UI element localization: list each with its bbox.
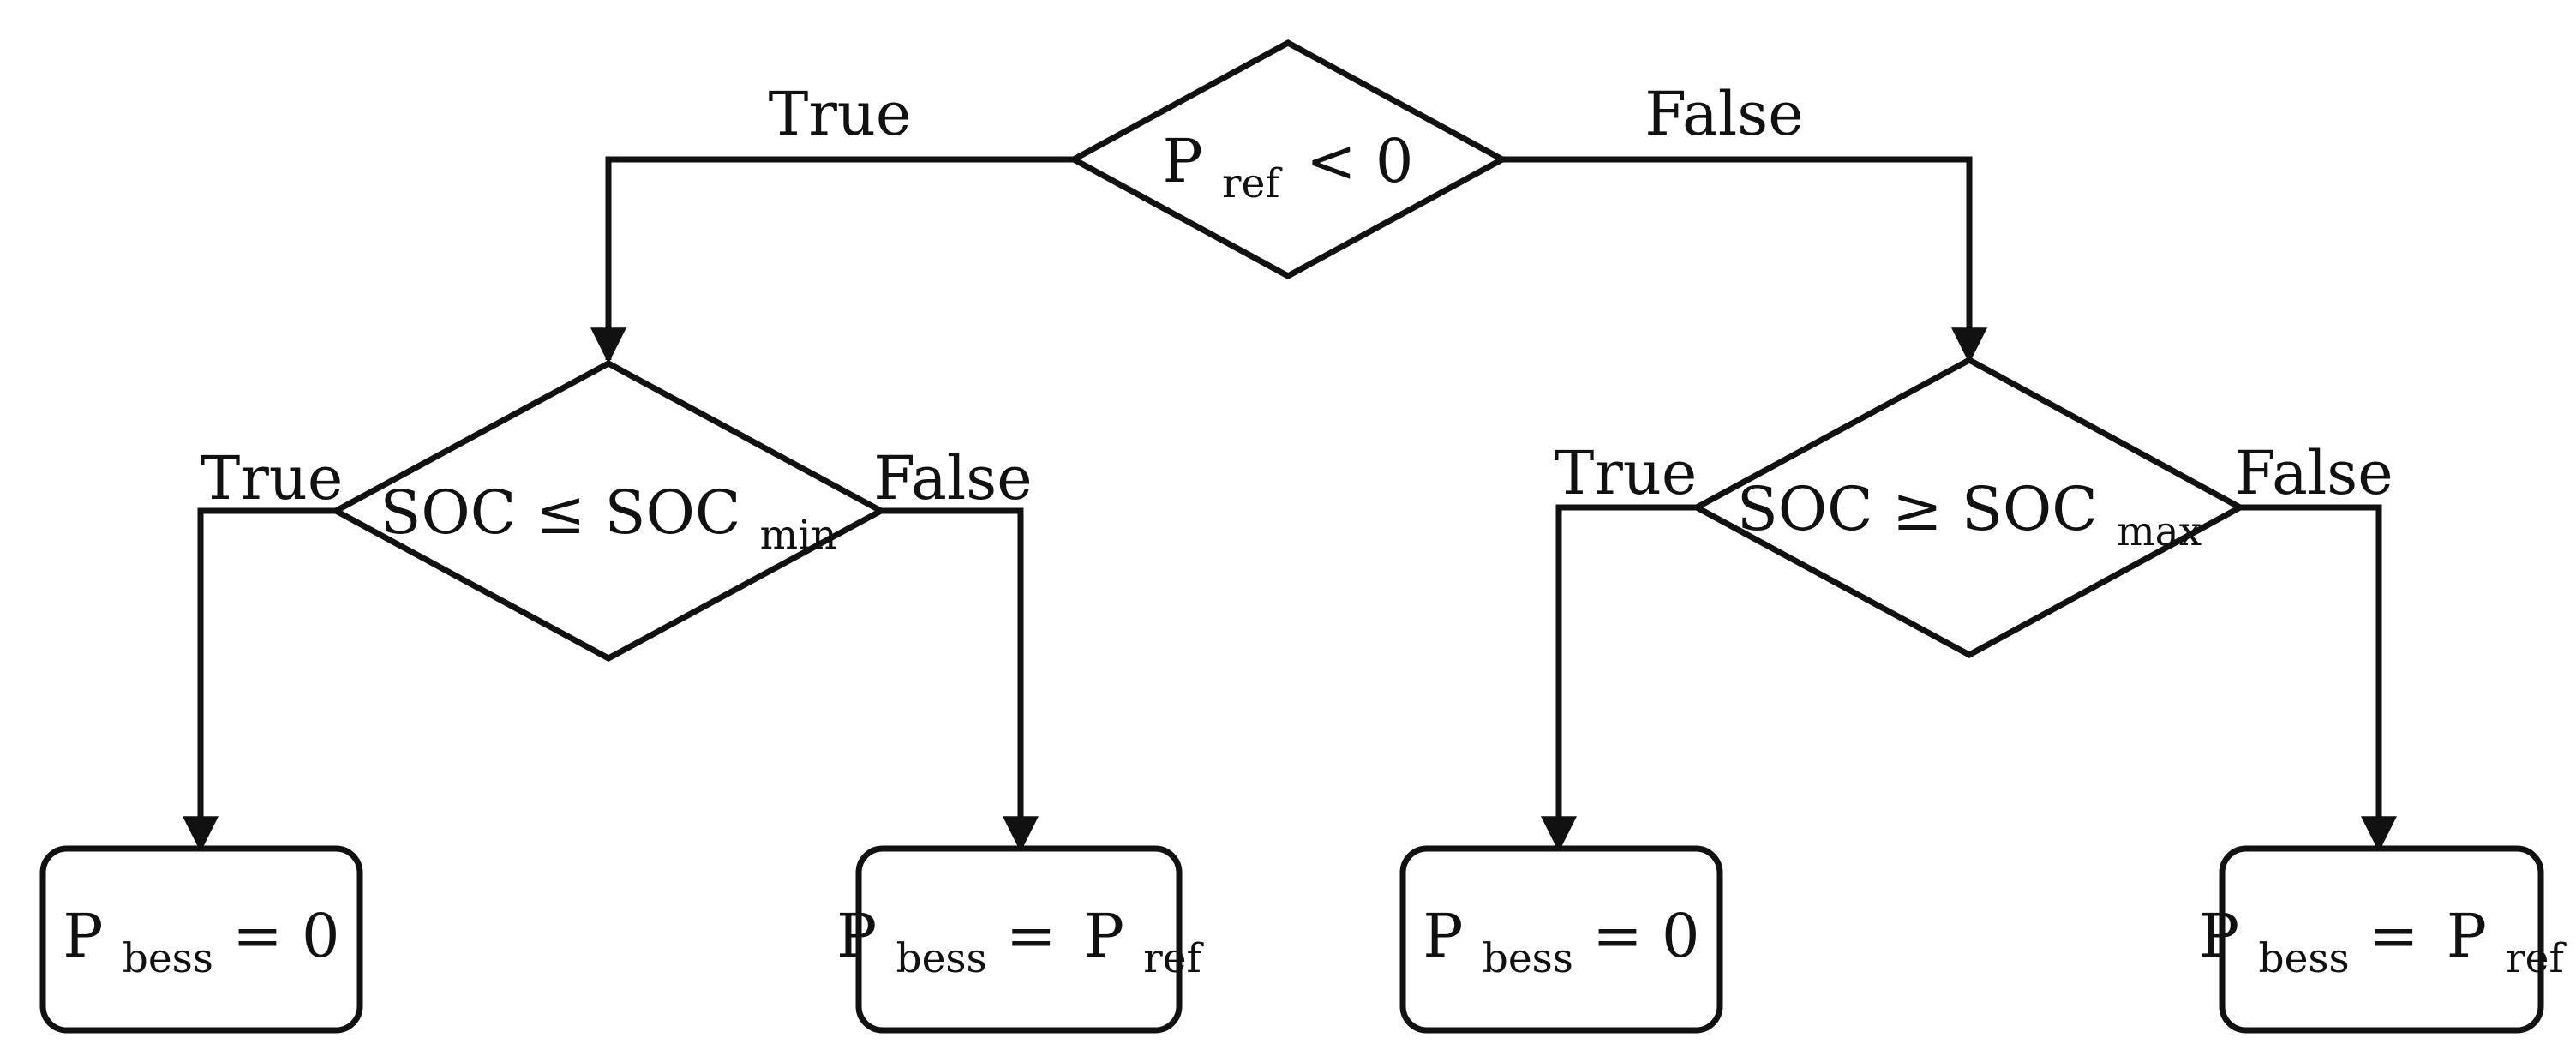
outcome-right-true: P bess = 0: [1399, 845, 1723, 1034]
outcome-right-false-lhs: P: [2199, 901, 2239, 971]
decision-root-diamond: [1067, 39, 1509, 279]
outcome-left-false: P bess = P ref: [836, 845, 1204, 1034]
outcome-right-false-rhs: P: [2447, 901, 2487, 971]
outcome-left-false-box: [855, 845, 1183, 1034]
outcome-left-true: P bess = 0: [39, 845, 363, 1034]
outcome-left-false-lhs: P: [836, 901, 877, 971]
branch-label-root-false: False: [1644, 79, 1803, 149]
connector-left-true: [183, 507, 336, 853]
outcome-right-false-label: P bess = P ref: [2199, 901, 2567, 987]
decision-left: SOC ≤ SOC min: [329, 360, 888, 662]
decision-left-label: SOC ≤ SOC min: [380, 477, 836, 559]
branch-labels: True False True False True False: [201, 79, 2393, 513]
outcome-left-false-label: P bess = P ref: [836, 901, 1204, 987]
branch-label-left-true: True: [201, 443, 344, 513]
connectors: [183, 156, 2397, 853]
branch-label-left-false: False: [873, 443, 1032, 513]
outcome-left-false-rhs: P: [1084, 901, 1124, 971]
decision-right-sub: max: [2117, 508, 2202, 555]
decision-right-label: SOC ≥ SOC max: [1737, 474, 2202, 555]
outcome-right-true-label: P bess = 0: [1423, 901, 1699, 987]
branch-label-root-true: True: [769, 79, 912, 149]
decision-left-diamond: [329, 360, 888, 662]
outcome-right-false-rhs-sub: ref: [2506, 935, 2567, 982]
connector-root-true: [590, 156, 1074, 364]
outcome-right-true-lhs: P: [1423, 901, 1463, 971]
outcome-left-true-rhs: = 0: [232, 901, 339, 971]
outcome-left-true-lhs: P: [63, 901, 103, 971]
connector-right-true: [1541, 504, 1697, 853]
decision-right-text: SOC ≥ SOC: [1737, 474, 2098, 544]
branch-label-right-false: False: [2234, 438, 2393, 508]
decision-root-rest: < 0: [1306, 126, 1413, 196]
outcome-left-false-rhs-sub: ref: [1143, 935, 1204, 982]
decision-left-sub: min: [760, 512, 837, 559]
connector-left-false: [881, 507, 1039, 853]
outcome-right-true-box: [1399, 845, 1723, 1034]
outcome-left-true-lhs-sub: bess: [123, 935, 213, 982]
decision-root-label: P ref < 0: [1163, 126, 1414, 212]
decision-root: P ref < 0: [1067, 39, 1509, 279]
outcome-right-false-lhs-sub: bess: [2258, 935, 2349, 982]
outcome-left-false-lhs-sub: bess: [896, 935, 986, 982]
outcome-right-true-rhs: = 0: [1592, 901, 1699, 971]
connector-right-false: [2240, 504, 2397, 853]
decision-root-lhs-sub: ref: [1222, 160, 1283, 207]
decision-root-lhs: P: [1163, 126, 1203, 196]
outcome-right-true-lhs-sub: bess: [1483, 935, 1573, 982]
outcome-left-false-eq: =: [1006, 901, 1057, 971]
outcome-right-false-eq: =: [2369, 901, 2419, 971]
decision-right-diamond: [1690, 357, 2247, 658]
outcome-right-false: P bess = P ref: [2199, 845, 2567, 1034]
outcome-left-true-label: P bess = 0: [63, 901, 339, 987]
decision-right: SOC ≥ SOC max: [1690, 357, 2247, 658]
outcome-left-true-box: [39, 845, 363, 1034]
connector-root-false: [1502, 156, 1987, 364]
branch-label-right-true: True: [1555, 438, 1698, 508]
outcome-right-false-box: [2219, 845, 2544, 1034]
decision-left-text: SOC ≤ SOC: [380, 477, 740, 548]
